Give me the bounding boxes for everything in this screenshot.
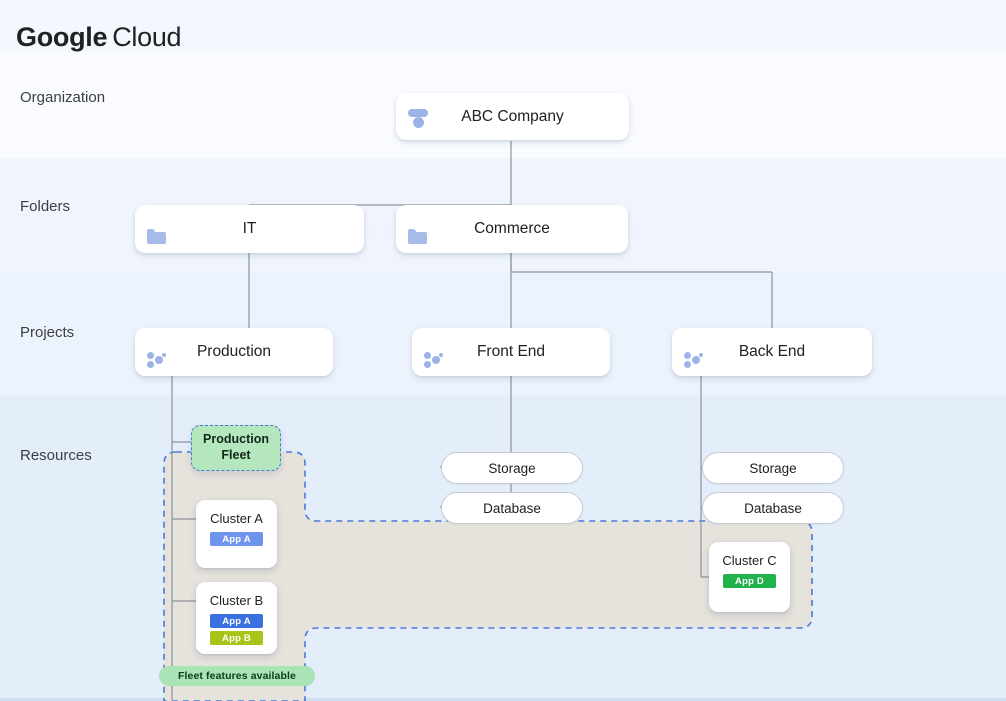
cluster-app-list: App D <box>723 574 776 591</box>
header-band <box>0 0 1006 52</box>
logo-google-word: Google <box>16 22 108 52</box>
resource-node-front-end-storage[interactable]: Storage <box>441 452 583 484</box>
app-chip[interactable]: App A <box>210 614 263 628</box>
fleet-features-available-badge: Fleet features available <box>159 666 315 686</box>
cluster-node-b[interactable]: Cluster B App A App B <box>196 582 277 654</box>
resource-node-back-end-database[interactable]: Database <box>702 492 844 524</box>
fleet-label-line1: Production <box>203 432 269 447</box>
org-node-label: ABC Company <box>461 107 564 125</box>
cluster-name: Cluster A <box>210 511 263 526</box>
folder-node-it[interactable]: IT <box>135 205 364 253</box>
resource-node-back-end-storage[interactable]: Storage <box>702 452 844 484</box>
cluster-node-a[interactable]: Cluster A App A <box>196 500 277 568</box>
project-node-production[interactable]: Production <box>135 328 333 376</box>
footer-divider <box>0 698 1006 701</box>
app-chip[interactable]: App B <box>210 631 263 645</box>
row-label-folders: Folders <box>20 198 71 215</box>
cluster-name: Cluster B <box>209 593 264 608</box>
cluster-app-list: App A <box>210 532 263 549</box>
fleet-features-label: Fleet features available <box>178 670 296 682</box>
row-label-projects: Projects <box>20 324 75 341</box>
app-chip[interactable]: App D <box>723 574 776 588</box>
cluster-node-c[interactable]: Cluster C App D <box>709 542 790 612</box>
row-label-organization: Organization <box>20 89 106 106</box>
cluster-name: Cluster C <box>722 553 777 568</box>
fleet-node-production-fleet[interactable]: Production Fleet <box>191 425 281 471</box>
app-chip[interactable]: App A <box>210 532 263 546</box>
project-node-back-end[interactable]: Back End <box>672 328 872 376</box>
logo-cloud-word: Cloud <box>112 22 182 52</box>
folder-node-label: IT <box>242 220 257 237</box>
project-node-front-end[interactable]: Front End <box>412 328 610 376</box>
row-label-resources: Resources <box>20 447 92 464</box>
cluster-app-list: App A App B <box>210 614 263 648</box>
org-node-abc-company[interactable]: ABC Company <box>396 93 629 140</box>
fleet-label-line2: Fleet <box>221 448 251 462</box>
resource-label: Storage <box>749 460 797 476</box>
resource-label: Storage <box>488 460 536 476</box>
project-node-label: Production <box>196 343 272 360</box>
resource-label: Database <box>483 500 541 516</box>
resource-node-front-end-database[interactable]: Database <box>441 492 583 524</box>
folder-node-label: Commerce <box>474 220 550 237</box>
folder-node-commerce[interactable]: Commerce <box>396 205 628 253</box>
project-node-label: Back End <box>738 343 806 360</box>
project-node-label: Front End <box>476 343 546 360</box>
resource-label: Database <box>744 500 802 516</box>
